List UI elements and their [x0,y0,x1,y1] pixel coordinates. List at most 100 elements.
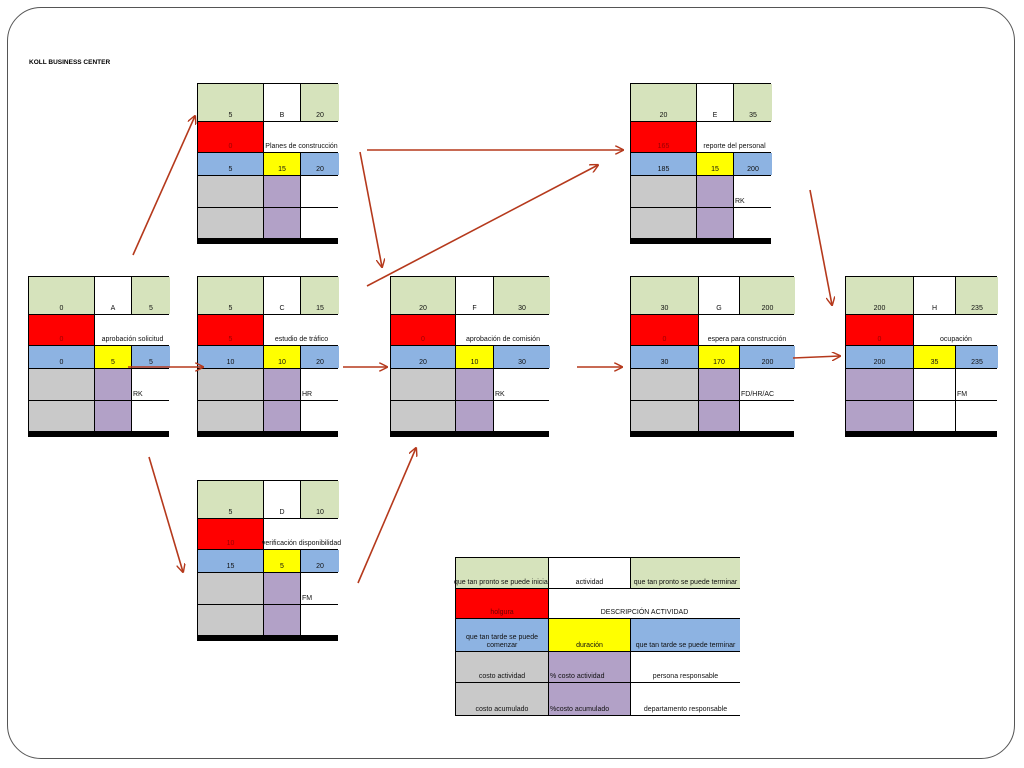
cumulative-cost-pct [699,401,739,431]
activity-node-b: 5 B 20 0 Planes de construcción 5 15 20 [197,83,339,244]
activity-id: H [914,277,955,314]
late-finish: 20 [301,346,339,368]
responsible-department [494,401,550,431]
responsible-person: RK [734,176,772,207]
activity-id: D [264,481,300,518]
cumulative-cost [846,401,913,431]
responsible-department [301,208,339,238]
legend-slack: holgura [456,589,548,618]
activity-cost [391,369,455,400]
cumulative-cost [391,401,455,431]
responsible-person [301,176,339,207]
late-finish: 200 [734,153,772,175]
late-start: 185 [631,153,696,175]
cumulative-cost-pct [264,605,300,635]
early-start: 5 [198,84,263,121]
late-finish: 235 [956,346,998,368]
arrow-g-h [792,356,840,358]
responsible-person: FM [956,369,998,400]
arrow-a-b [132,116,195,256]
responsible-department [956,401,998,431]
slack: 5 [198,315,263,345]
responsible-person: RK [132,369,170,400]
activity-description: ocupación [914,315,998,345]
legend-activity: actividad [549,558,630,588]
activity-cost-pct [264,573,300,604]
legend-duration: duración [549,619,630,651]
cumulative-cost [198,401,263,431]
legend-description: DESCRIPCIÓN ACTIVIDAD [549,589,740,618]
duration: 15 [697,153,733,175]
cumulative-cost [631,208,696,238]
late-finish: 20 [301,550,339,572]
activity-node-a: 0 A 5 0 aprobación solicitud 0 5 5 RK [28,276,170,437]
activity-node-g: 30 G 200 0 espera para construcción 30 1… [630,276,795,437]
activity-node-e: 20 E 35 165 reporte del personal 185 15 … [630,83,772,244]
activity-description: reporte del personal [697,122,772,152]
legend-responsible-department: departamento responsable [631,683,740,715]
slack: 165 [631,122,696,152]
arrow-e-h [809,189,832,305]
activity-cost-pct [95,369,131,400]
activity-description: estudio de tráfico [264,315,339,345]
duration: 5 [264,550,300,572]
legend-early-finish: que tan pronto se puede terminar [631,558,740,588]
activity-cost [198,369,263,400]
late-finish: 200 [740,346,795,368]
late-start: 15 [198,550,263,572]
cumulative-cost [631,401,698,431]
cumulative-cost-pct [697,208,733,238]
late-start: 30 [631,346,698,368]
legend-cumulative-cost-pct: %costo acumulado [549,683,630,715]
cumulative-cost [29,401,94,431]
activity-cost [198,573,263,604]
activity-id: C [264,277,300,314]
duration: 170 [699,346,739,368]
early-finish: 20 [301,84,339,121]
late-finish: 30 [494,346,550,368]
legend-activity-cost-pct: % costo actividad [549,652,630,682]
cumulative-cost-pct [95,401,131,431]
duration: 10 [456,346,493,368]
activity-cost-pct [264,369,300,400]
late-finish: 20 [301,153,339,175]
legend-early-start: que tan pronto se puede iniciar [454,558,550,588]
early-start: 20 [391,277,455,314]
early-start: 5 [198,481,263,518]
early-finish: 30 [494,277,550,314]
legend-late-finish: que tan tarde se puede terminar [631,619,740,651]
responsible-department [301,605,339,635]
activity-cost [631,176,696,207]
early-start: 5 [198,277,263,314]
early-finish: 5 [132,277,170,314]
activity-cost-pct [264,176,300,207]
activity-id: B [264,84,300,121]
page-title: KOLL BUSINESS CENTER [29,59,111,66]
cumulative-cost-pct [456,401,493,431]
legend-responsible-person: persona responsable [631,652,740,682]
slack: 0 [846,315,913,345]
late-finish: 5 [132,346,170,368]
early-finish: 15 [301,277,339,314]
activity-node-c: 5 C 15 5 estudio de tráfico 10 10 20 HR [197,276,339,437]
responsible-person: FM [301,573,339,604]
duration: 15 [264,153,300,175]
legend-activity-cost: costo actividad [456,652,548,682]
cumulative-cost-pct [914,401,955,431]
slack: 0 [198,122,263,152]
activity-cost-pct [699,369,739,400]
early-start: 200 [846,277,913,314]
early-finish: 235 [956,277,998,314]
cumulative-cost [198,605,263,635]
late-start: 10 [198,346,263,368]
slack: 10 [198,519,263,549]
early-start: 20 [631,84,696,121]
responsible-department [132,401,170,431]
activity-id: F [456,277,493,314]
early-start: 0 [29,277,94,314]
activity-cost-pct [697,176,733,207]
arrow-a-d [148,456,183,572]
early-finish: 35 [734,84,772,121]
activity-node-h: 200 H 235 0 ocupación 200 35 235 FM [845,276,998,437]
